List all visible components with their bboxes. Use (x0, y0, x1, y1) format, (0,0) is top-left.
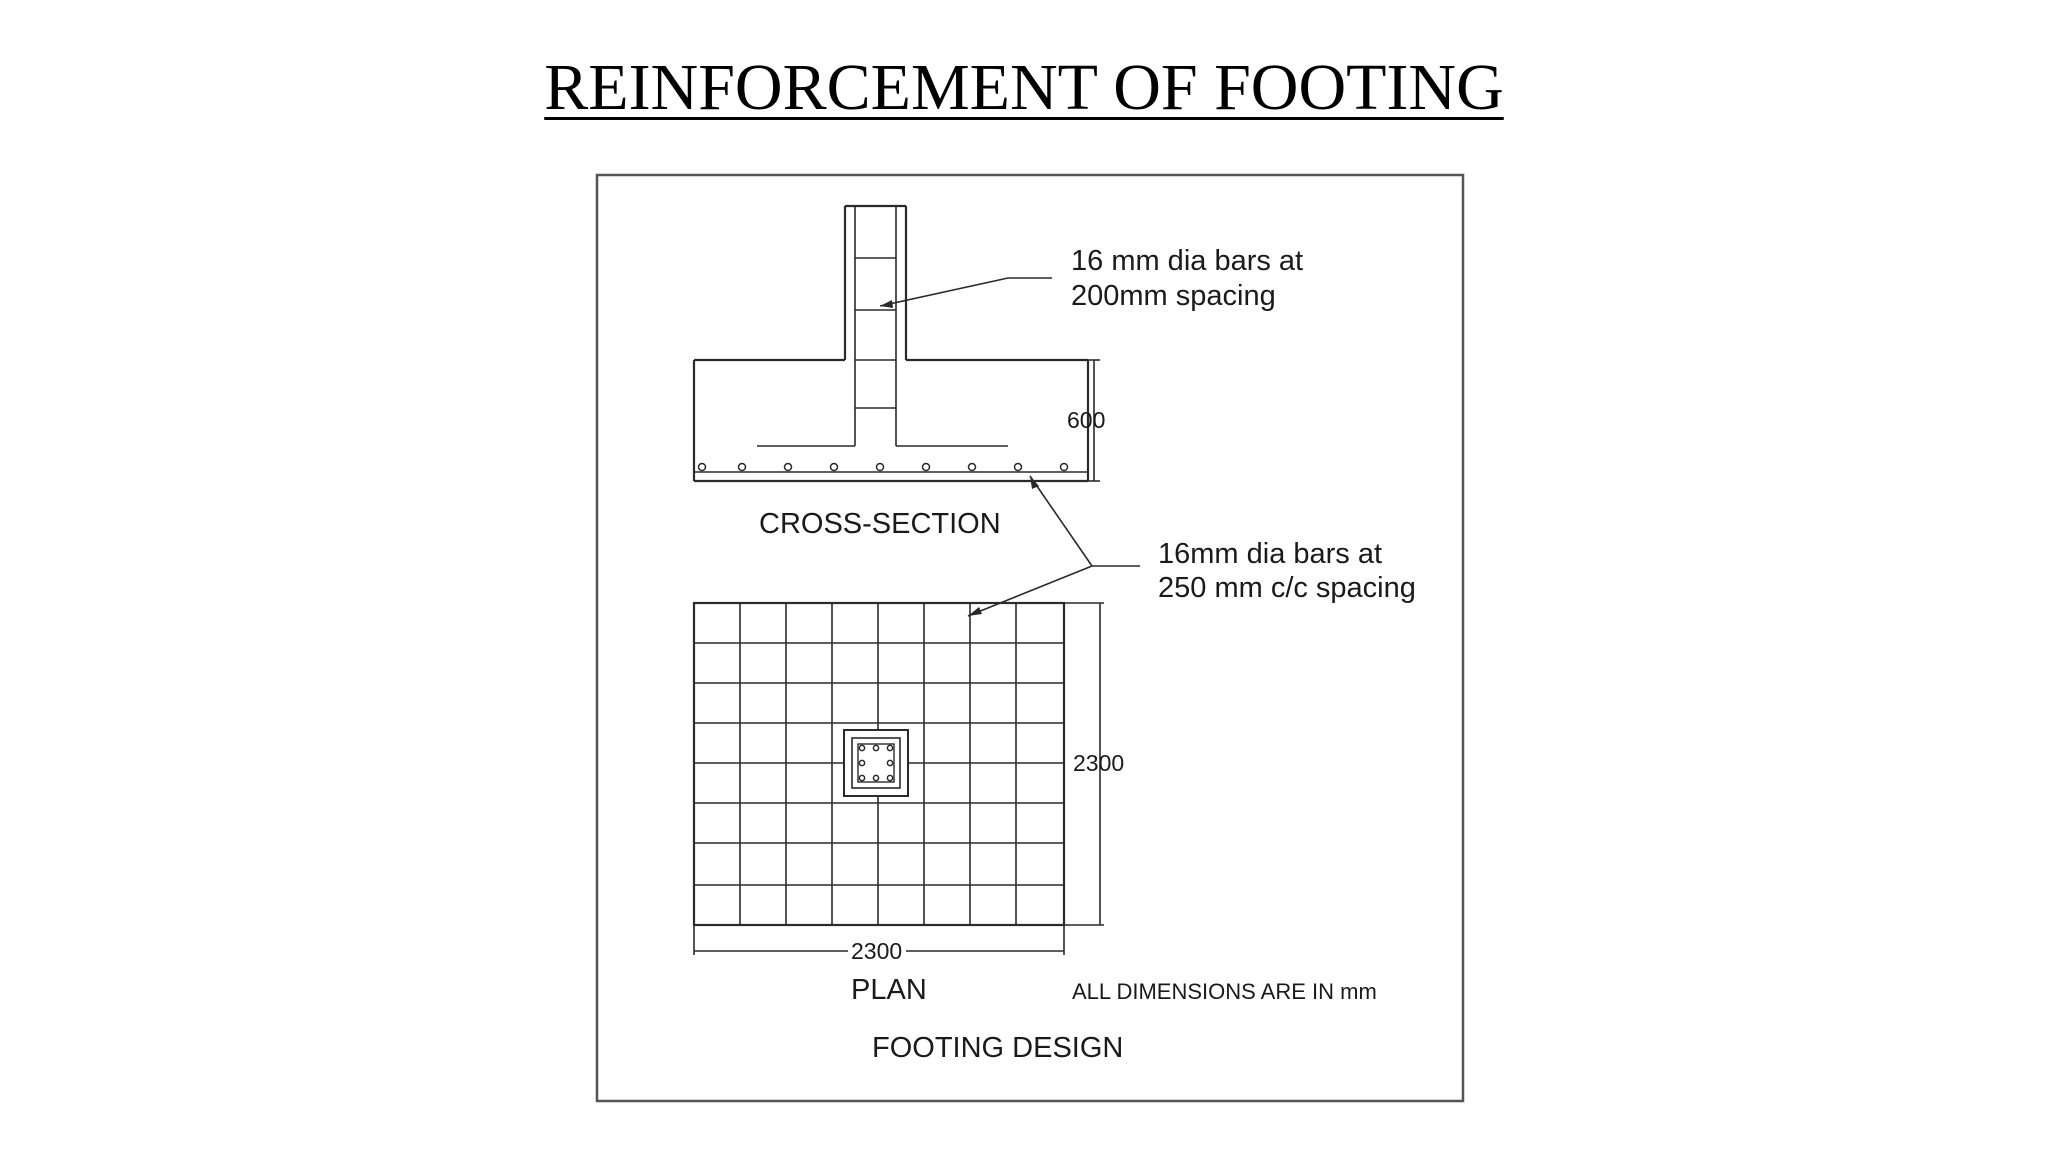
plan-length-label: 2300 (1073, 750, 1124, 776)
plan-caption: PLAN (851, 974, 927, 1006)
cross-section-view (692, 204, 1100, 483)
plan-width-label: 2300 (851, 938, 902, 964)
units-note: ALL DIMENSIONS ARE IN mm (1072, 979, 1377, 1004)
depth-dimension-label: 600 (1067, 407, 1105, 433)
base-bars-leader (967, 475, 1140, 617)
column-bars-label-line1: 16 mm dia bars at (1071, 245, 1303, 277)
column-bars-label-line2: 200mm spacing (1071, 280, 1276, 312)
cross-section-caption: CROSS-SECTION (759, 508, 1001, 540)
base-bars-label-line2: 250 mm c/c spacing (1158, 572, 1416, 604)
drawing-frame (595, 173, 1465, 1103)
footing-design-caption: FOOTING DESIGN (872, 1032, 1123, 1064)
column-bars-leader (879, 277, 1052, 308)
base-bars-label-line1: 16mm dia bars at (1158, 538, 1382, 570)
plan-view (692, 601, 1104, 955)
page-title: REINFORCEMENT OF FOOTING (544, 51, 1504, 124)
